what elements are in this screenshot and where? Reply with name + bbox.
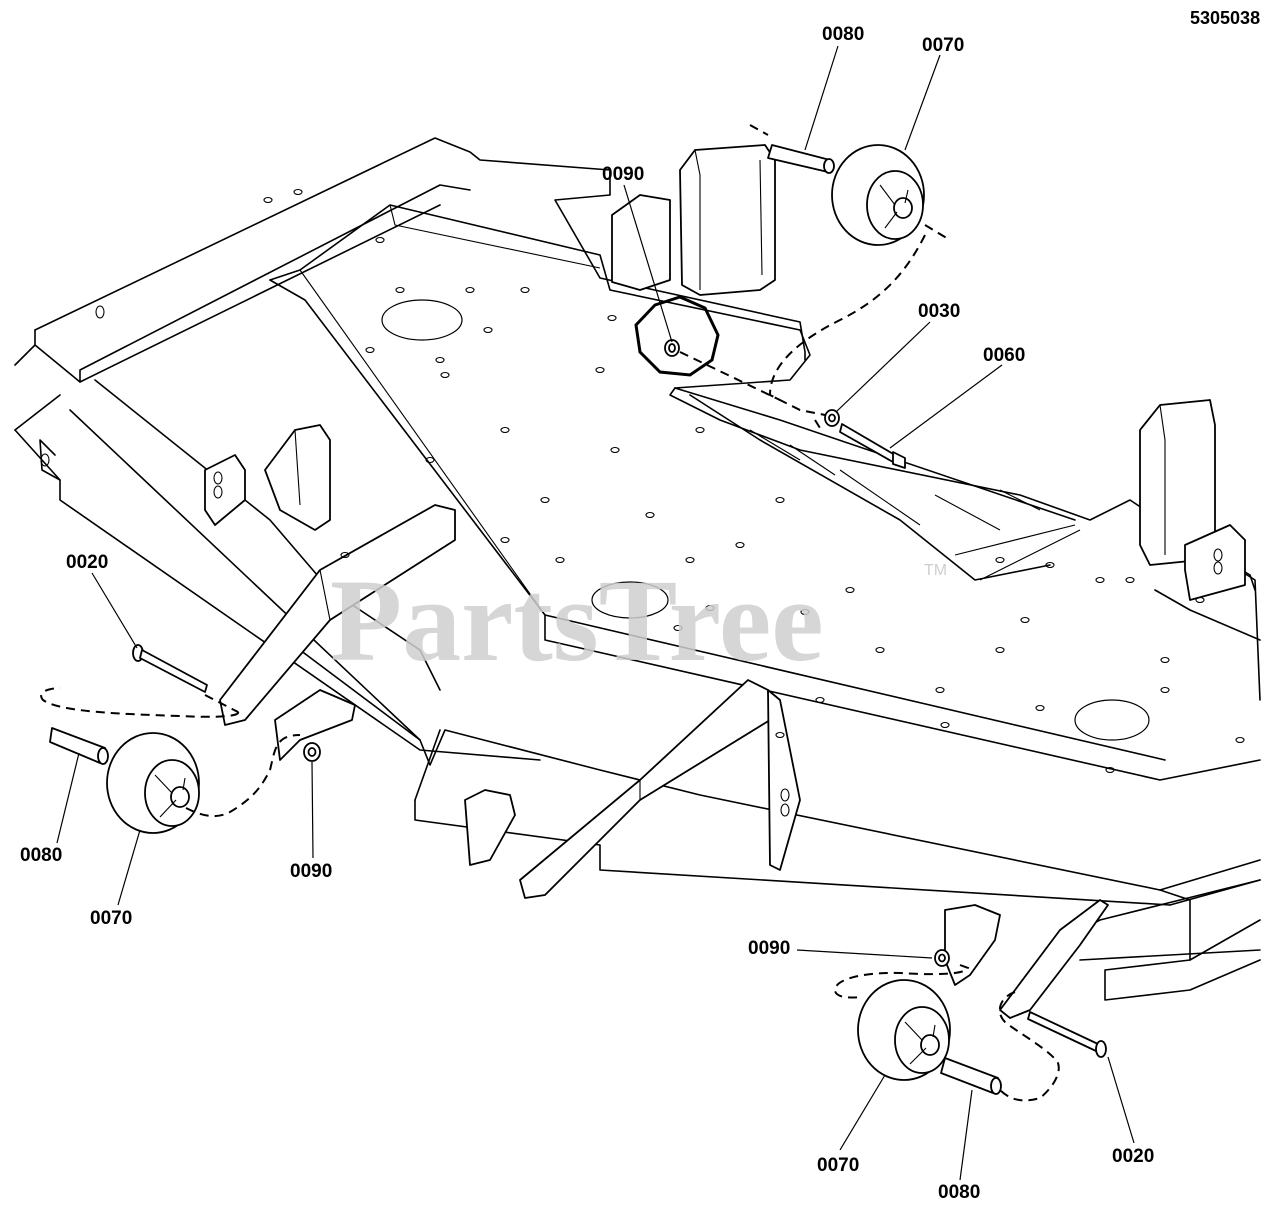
gauge-wheel-left <box>106 732 200 834</box>
mounting-hole <box>293 188 303 196</box>
callout-0060: 0060 <box>983 345 1025 366</box>
mounting-hole <box>435 356 445 364</box>
mounting-hole <box>705 604 715 612</box>
mounting-hole <box>375 236 385 244</box>
wheel-axle-bottom <box>940 1057 1002 1095</box>
wheel-bolt-right <box>1027 1011 1107 1058</box>
callout-0070-top: 0070 <box>922 35 964 56</box>
mounting-hole <box>645 511 655 519</box>
mounting-hole <box>340 551 350 559</box>
mounting-hole <box>1160 656 1170 664</box>
mounting-hole <box>540 496 550 504</box>
callout-0020-right: 0020 <box>1112 1146 1154 1167</box>
mounting-hole <box>465 286 475 294</box>
mounting-hole <box>815 696 825 704</box>
mounting-hole <box>735 541 745 549</box>
callout-0070-bottom: 0070 <box>817 1155 859 1176</box>
gauge-wheel-top <box>831 144 925 246</box>
callout-0070-left: 0070 <box>90 908 132 929</box>
mounting-hole <box>1045 561 1055 569</box>
bolt-and-washer <box>824 409 906 469</box>
mounting-hole <box>1235 736 1245 744</box>
mounting-hole <box>1125 576 1135 584</box>
mounting-hole <box>940 721 950 729</box>
mounting-hole <box>845 586 855 594</box>
mounting-hole <box>555 556 565 564</box>
mounting-hole <box>800 608 810 616</box>
mounting-hole <box>1035 704 1045 712</box>
mounting-hole <box>425 456 435 464</box>
mounting-hole <box>1195 596 1205 604</box>
mounting-hole <box>610 446 620 454</box>
mounting-hole <box>685 556 695 564</box>
mounting-hole <box>1095 576 1105 584</box>
callout-0080-left: 0080 <box>20 845 62 866</box>
leader-lines <box>56 45 1135 1181</box>
assembly-paths <box>40 124 1060 1102</box>
mounting-hole <box>520 286 530 294</box>
locknut-right <box>934 949 950 967</box>
mounting-hole <box>500 426 510 434</box>
mounting-hole <box>875 646 885 654</box>
mounting-hole <box>395 286 405 294</box>
mounting-hole <box>595 366 605 374</box>
watermark-trademark: TM <box>924 562 947 579</box>
mounting-hole <box>1160 686 1170 694</box>
mounting-hole <box>263 196 273 204</box>
callout-0020-left: 0020 <box>66 552 108 573</box>
mounting-hole <box>775 731 785 739</box>
wheel-axle-top <box>767 144 835 174</box>
callout-0080-top: 0080 <box>822 24 864 45</box>
callout-0080-bottom: 0080 <box>938 1182 980 1203</box>
watermark-text: PartsTree <box>330 555 824 686</box>
wheel-bolt-left <box>132 644 208 693</box>
mounting-hole <box>775 496 785 504</box>
mounting-hole <box>440 371 450 379</box>
mounting-hole <box>500 536 510 544</box>
mounting-hole <box>607 314 617 322</box>
mounting-hole <box>365 346 375 354</box>
callout-0030: 0030 <box>918 301 960 322</box>
locknut-top-highlight <box>634 295 720 377</box>
locknut-left <box>303 742 321 762</box>
mower-deck <box>14 137 1261 1019</box>
callout-0090-left: 0090 <box>290 861 332 882</box>
callout-0090-right: 0090 <box>748 938 790 959</box>
mounting-hole <box>1020 616 1030 624</box>
mounting-hole <box>673 624 683 632</box>
document-number: 5305038 <box>1190 8 1260 28</box>
mounting-hole <box>1105 766 1115 774</box>
mounting-hole <box>995 556 1005 564</box>
mounting-hole <box>483 326 493 334</box>
wheel-axle-left <box>49 727 109 765</box>
gauge-wheel-bottom <box>857 979 951 1081</box>
mounting-hole <box>935 686 945 694</box>
mounting-hole <box>695 426 705 434</box>
callout-0090-top: 0090 <box>602 164 644 185</box>
mounting-hole <box>995 646 1005 654</box>
